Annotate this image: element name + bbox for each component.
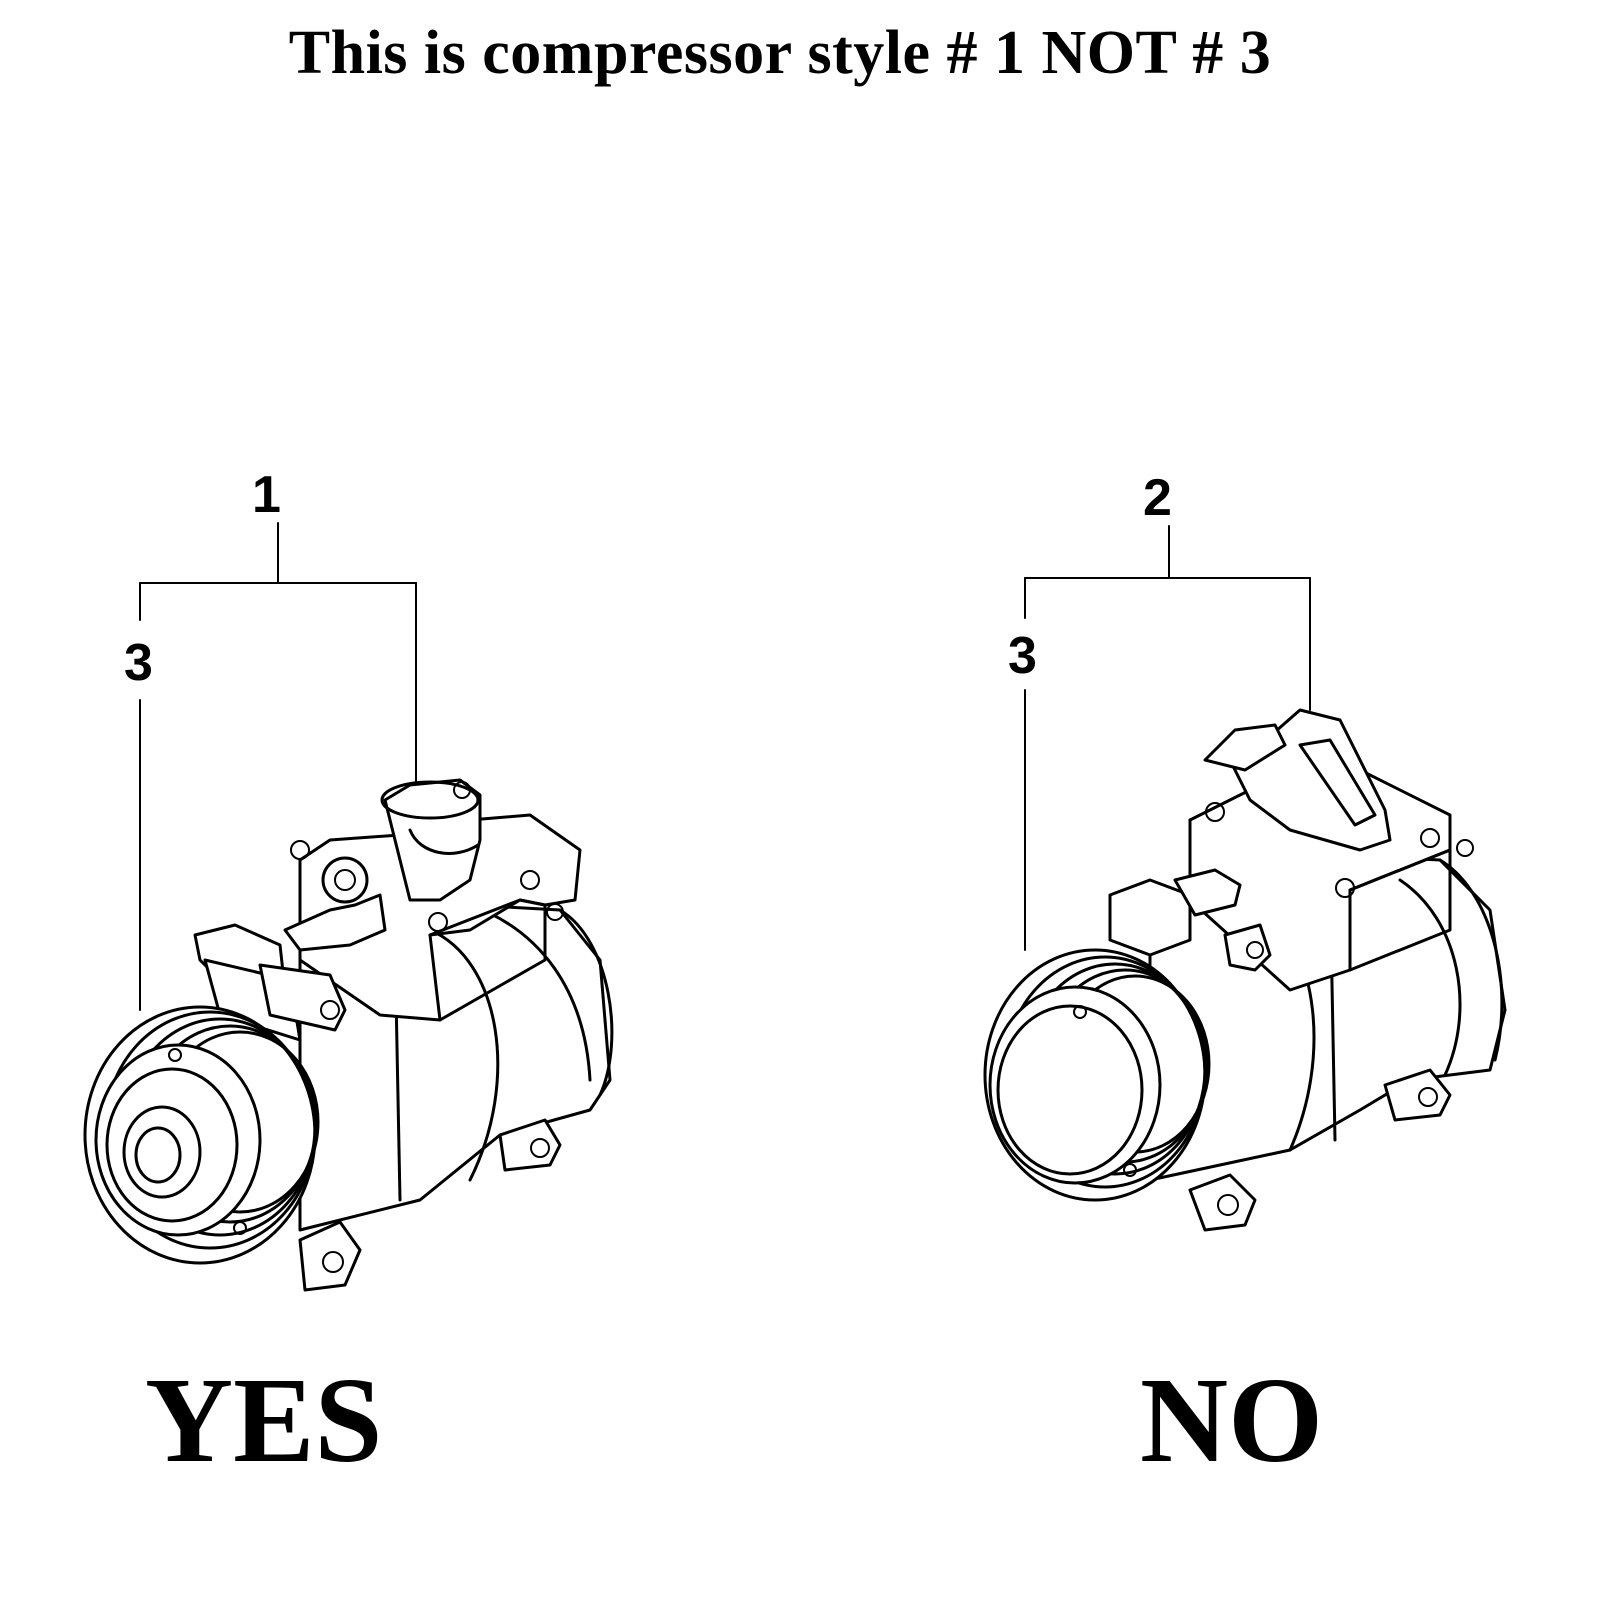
pulley-2	[983, 948, 1211, 1202]
callout-label-2: 2	[1143, 469, 1172, 527]
compressor-2-drawing	[983, 708, 1507, 1232]
verdict-no-label: NO	[1140, 1353, 1323, 1488]
callout-label-1: 1	[252, 466, 281, 524]
verdict-yes-label: YES	[145, 1353, 383, 1488]
compressor-1-drawing	[83, 778, 614, 1292]
pulley-1	[83, 1005, 320, 1265]
callout-label-3-right: 3	[1008, 627, 1037, 685]
callout-bracket-left	[139, 522, 417, 1011]
compressor-style-1-figure: 1 3	[83, 466, 614, 1292]
page-title: This is compressor style # 1 NOT # 3	[288, 19, 1272, 87]
callout-bracket-right	[1024, 525, 1311, 951]
callout-label-3-left: 3	[124, 634, 153, 692]
compressor-style-2-figure: 2 3	[983, 469, 1507, 1232]
